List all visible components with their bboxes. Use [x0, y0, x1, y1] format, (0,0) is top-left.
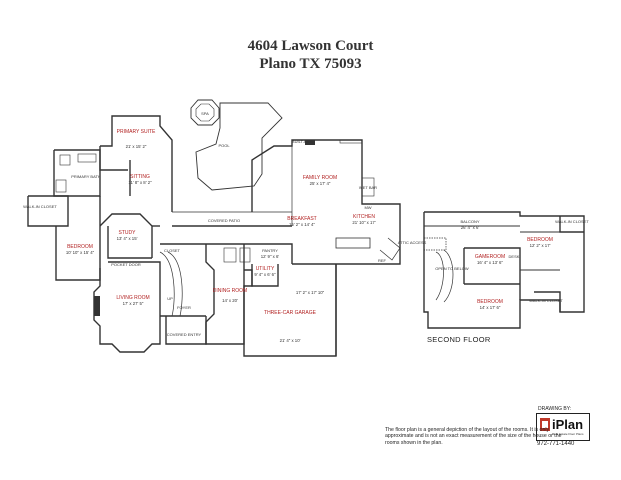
living-room-label: LIVING ROOM	[116, 295, 149, 301]
primary-suite-dim: 21' x 15' 2"	[126, 144, 147, 149]
up-label: UP	[167, 296, 173, 301]
foyer-label: FOYER	[177, 305, 191, 310]
kitchen-dim: 21' 10" x 17'	[352, 220, 375, 225]
walk-in-closet-label: WALK-IN CLOSET	[23, 204, 57, 209]
kitchen-island	[335, 237, 371, 249]
study-label: STUDY	[119, 230, 137, 236]
logo-tagline: Real Estate Floor Plans	[552, 432, 584, 436]
bedroom-dim: 10' 10" x 15' 4"	[66, 250, 95, 255]
gameroom-dim: 16' 4" x 13' 6"	[477, 260, 503, 265]
open-to-below-label: OPEN TO BELOW	[435, 266, 469, 271]
garage-dim-top: 17' 2" x 17' 10"	[296, 290, 325, 295]
bedroom-1-dim: 12' 2" x 17'	[530, 243, 551, 248]
dining-room-walls	[205, 244, 245, 345]
study-dim: 13' 4" x 15'	[117, 236, 138, 241]
wet-bar-label: WET BAR	[359, 185, 377, 190]
bedroom-walls	[55, 226, 101, 281]
logo-brand: iPlan	[552, 417, 584, 432]
pool-label: POOL	[218, 143, 230, 148]
pantry-walls	[252, 243, 293, 264]
utility-label: UTILITY	[256, 266, 275, 272]
bedroom-2-dim: 14' x 17' 6"	[480, 305, 501, 310]
sitting-label: SITTING	[130, 174, 150, 180]
house-icon	[540, 418, 550, 431]
phone-number: 972-771-1440	[537, 441, 575, 447]
walk-in-closet-2-label: WALK-IN CLOSET	[529, 298, 563, 303]
covered-patio-label: COVERED PATIO	[208, 218, 240, 223]
walk-in-closet-walls	[27, 195, 69, 227]
ref-label: REF	[378, 258, 387, 263]
pantry-label: PANTRY	[262, 248, 278, 253]
property-city: Plano TX 75093	[259, 56, 362, 72]
sitting-dim: 11' 8" x 8' 2"	[128, 180, 152, 185]
covered-entry-walls	[165, 316, 207, 345]
balcony-label: BALCONY	[460, 219, 479, 224]
family-room-walls	[251, 139, 401, 265]
spa-label: SPA	[201, 111, 209, 116]
living-room-walls	[93, 261, 161, 353]
spa-outline	[190, 99, 220, 126]
dining-room-label: DINING ROOM	[213, 288, 247, 294]
primary-suite-walls	[100, 115, 173, 212]
study-walls	[107, 226, 152, 259]
drawing-by-label: DRAWING BY:	[538, 406, 572, 412]
property-address: 4604 Lawson Court	[247, 38, 374, 54]
pool-outline	[195, 102, 283, 191]
primary-suite-label: PRIMARY SUITE	[117, 129, 156, 135]
bedroom-1-label: BEDROOM	[527, 237, 553, 243]
iplan-logo: iPlan Real Estate Floor Plans	[536, 413, 590, 441]
bedroom-2-label: BEDROOM	[477, 299, 503, 305]
gameroom-walls	[464, 247, 521, 300]
walk-in-closet-1-walls	[559, 216, 584, 233]
kitchen-label: KITCHEN	[353, 214, 375, 220]
attic-access-label: ATTIC ACCESS	[398, 240, 427, 245]
living-room-dim: 17' x 27' 5"	[123, 301, 144, 306]
gameroom-label: GAMEROOM	[475, 254, 505, 260]
covered-entry-label: COVERED ENTRY	[167, 332, 202, 337]
pantry-dim: 12' 9" x 6'	[261, 254, 280, 259]
primary-bath-walls	[53, 149, 101, 197]
bedroom-label: BEDROOM	[67, 244, 93, 250]
mw-label: MW	[364, 205, 371, 210]
family-room-label: FAMILY ROOM	[303, 175, 337, 181]
family-room-dim: 25' x 17' 4"	[310, 181, 331, 186]
pocket-door-label: POCKET DOOR	[111, 262, 141, 267]
disclaimer-text: The floor plan is a general depiction of…	[385, 427, 562, 446]
walk-in-closet-2-walls	[534, 291, 561, 312]
dining-room-dim: 14' x 20'	[222, 298, 238, 303]
second-floor-caption: SECOND FLOOR	[427, 335, 491, 344]
breakfast-dim: 15' 2" x 14' 4"	[289, 222, 315, 227]
walk-in-closet-1-label: WALK-IN CLOSET	[555, 219, 589, 224]
built-in-label: BUILT-IN	[292, 139, 308, 144]
breakfast-label: BREAKFAST	[287, 216, 316, 222]
primary-bath-label: PRIMARY BATH	[71, 174, 101, 179]
desk-label: DESK	[509, 254, 520, 259]
utility-dim: 9' 4" x 6' 6"	[254, 272, 276, 277]
balcony-dim: 26' 4" x 6'	[461, 225, 480, 230]
garage-label: THREE-CAR GARAGE	[264, 310, 317, 316]
closet-label: CLOSET	[164, 248, 181, 253]
garage-dim: 21' 4" x 10'	[280, 338, 301, 343]
